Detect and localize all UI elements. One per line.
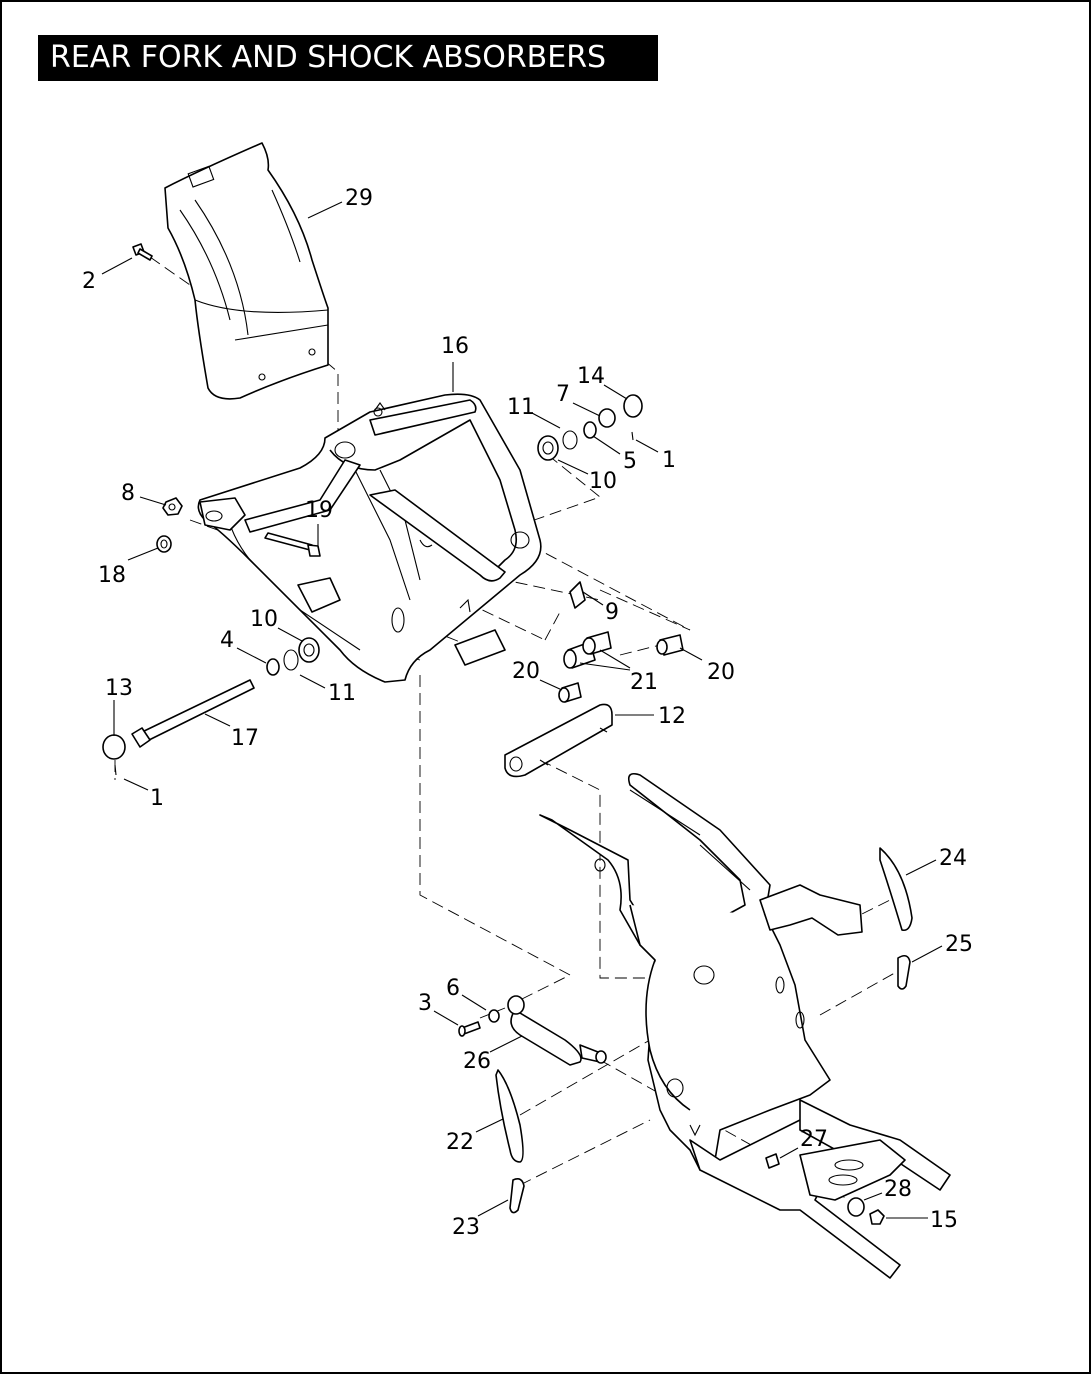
- pivot-hardware-lower: [266, 637, 320, 676]
- callout-16: 16: [441, 334, 469, 359]
- cover-24: [879, 847, 913, 932]
- clip-9: [569, 581, 586, 609]
- screw-2: [132, 243, 153, 261]
- frame: [539, 772, 951, 1279]
- callout-20-right: 20: [707, 660, 735, 685]
- leader-lines: [101, 201, 943, 1219]
- title-bar: REAR FORK AND SHOCK ABSORBERS: [38, 35, 658, 81]
- nut-15: [869, 1209, 885, 1225]
- callout-10-lower: 10: [250, 607, 278, 632]
- callout-21: 21: [630, 670, 658, 695]
- cap-13: [102, 734, 126, 776]
- callout-5: 5: [623, 449, 637, 474]
- callout-22: 22: [446, 1130, 474, 1155]
- callout-29: 29: [345, 186, 373, 211]
- callout-11-upper: 11: [507, 395, 535, 420]
- callout-17: 17: [231, 726, 259, 751]
- callout-18: 18: [98, 563, 126, 588]
- callout-28: 28: [884, 1177, 912, 1202]
- callout-11-lower: 11: [328, 681, 356, 706]
- pivot-shaft-17: [131, 679, 255, 748]
- callout-15: 15: [930, 1208, 958, 1233]
- callout-1-upper: 1: [662, 448, 676, 473]
- callout-27: 27: [800, 1127, 828, 1152]
- callout-9: 9: [605, 600, 619, 625]
- page-title: REAR FORK AND SHOCK ABSORBERS: [50, 40, 607, 75]
- callout-1-lower: 1: [150, 786, 164, 811]
- bushing-28: [847, 1197, 865, 1217]
- shock-absorber-26: [507, 995, 607, 1066]
- callout-26: 26: [463, 1049, 491, 1074]
- cover-22: [495, 1069, 524, 1163]
- callout-2: 2: [82, 269, 96, 294]
- callout-24: 24: [939, 846, 967, 871]
- pivot-hardware-upper: [537, 394, 643, 461]
- callout-12: 12: [658, 704, 686, 729]
- adjuster-bolt-19: [264, 532, 321, 557]
- callout-19: 19: [305, 498, 333, 523]
- pin-27: [765, 1153, 780, 1169]
- washer-6: [488, 1009, 500, 1023]
- callout-10-upper: 10: [589, 469, 617, 494]
- callout-8: 8: [121, 481, 135, 506]
- callout-25: 25: [945, 932, 973, 957]
- tab-23: [509, 1178, 525, 1214]
- rear-fork-swingarm: [197, 393, 542, 683]
- callout-labels: 29 2 16 14 7 11 1 5 10 8 19 18 9 10 4 20…: [82, 186, 973, 1240]
- nut-8: [162, 497, 183, 516]
- callout-4: 4: [220, 628, 234, 653]
- tab-25: [897, 954, 911, 990]
- bolt-3: [458, 1021, 481, 1037]
- callout-13: 13: [105, 676, 133, 701]
- callout-3: 3: [418, 991, 432, 1016]
- callout-6: 6: [446, 976, 460, 1001]
- bushings-20-21: [558, 631, 684, 703]
- callout-14: 14: [577, 364, 605, 389]
- callout-23: 23: [452, 1215, 480, 1240]
- washer-18: [156, 535, 172, 553]
- link-12: [504, 703, 613, 778]
- rear-fender-cover: [164, 142, 329, 400]
- callout-7: 7: [556, 382, 570, 407]
- callout-20-left: 20: [512, 659, 540, 684]
